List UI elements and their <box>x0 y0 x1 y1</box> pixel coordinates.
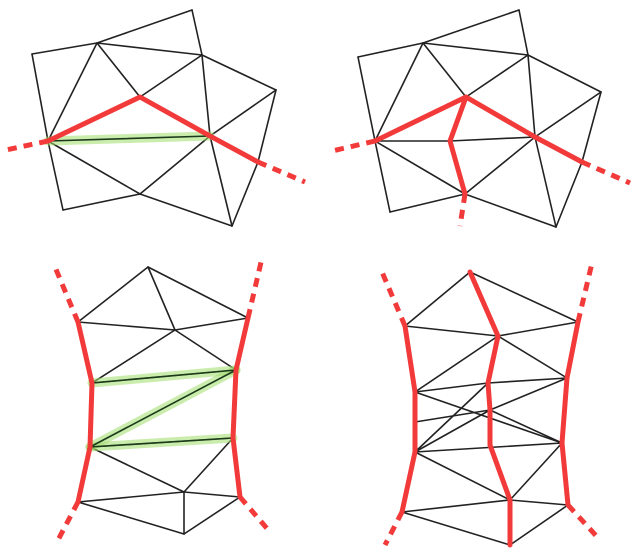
highlighted-edge <box>89 369 237 448</box>
highlighted-edge <box>91 369 237 384</box>
cut-path-extension-left-bottom <box>55 500 81 542</box>
cut-path-extension-left-top <box>52 266 81 323</box>
cut-path-extension-right-top <box>575 262 595 323</box>
cut-path-extension-right-bottom <box>238 495 272 534</box>
panel-top-left <box>5 9 306 227</box>
panel-top-right <box>331 9 632 228</box>
cut-path-right <box>559 319 581 508</box>
panel-bottom-left <box>52 257 272 542</box>
cut-path-extension-left <box>331 138 376 154</box>
cut-path-middle <box>467 269 513 548</box>
cut-path-extension-right <box>257 159 306 185</box>
cut-path-extension-left-bottom <box>382 510 405 547</box>
cut-path-extension-left-top <box>379 271 408 327</box>
cut-path <box>45 94 261 165</box>
cut-path-extension-bottom <box>457 193 468 227</box>
cut-path-right <box>230 315 251 500</box>
highlighted-edge <box>89 437 234 448</box>
highlighted-edge <box>47 135 211 142</box>
triangle-mesh <box>77 266 249 535</box>
cut-path-left <box>75 319 95 505</box>
cut-path <box>372 94 585 165</box>
cut-path-extension-right <box>580 159 632 186</box>
triangle-mesh <box>357 9 602 228</box>
triangle-mesh <box>401 271 579 546</box>
cut-path-extension-right-top <box>245 257 265 319</box>
triangle-mesh <box>31 9 277 227</box>
cut-path-extension-left <box>5 138 49 153</box>
cut-path-extension-right-bottom <box>566 503 602 542</box>
cut-path-branch <box>447 94 469 197</box>
panel-bottom-right <box>379 262 602 548</box>
cut-path-left <box>399 323 418 515</box>
